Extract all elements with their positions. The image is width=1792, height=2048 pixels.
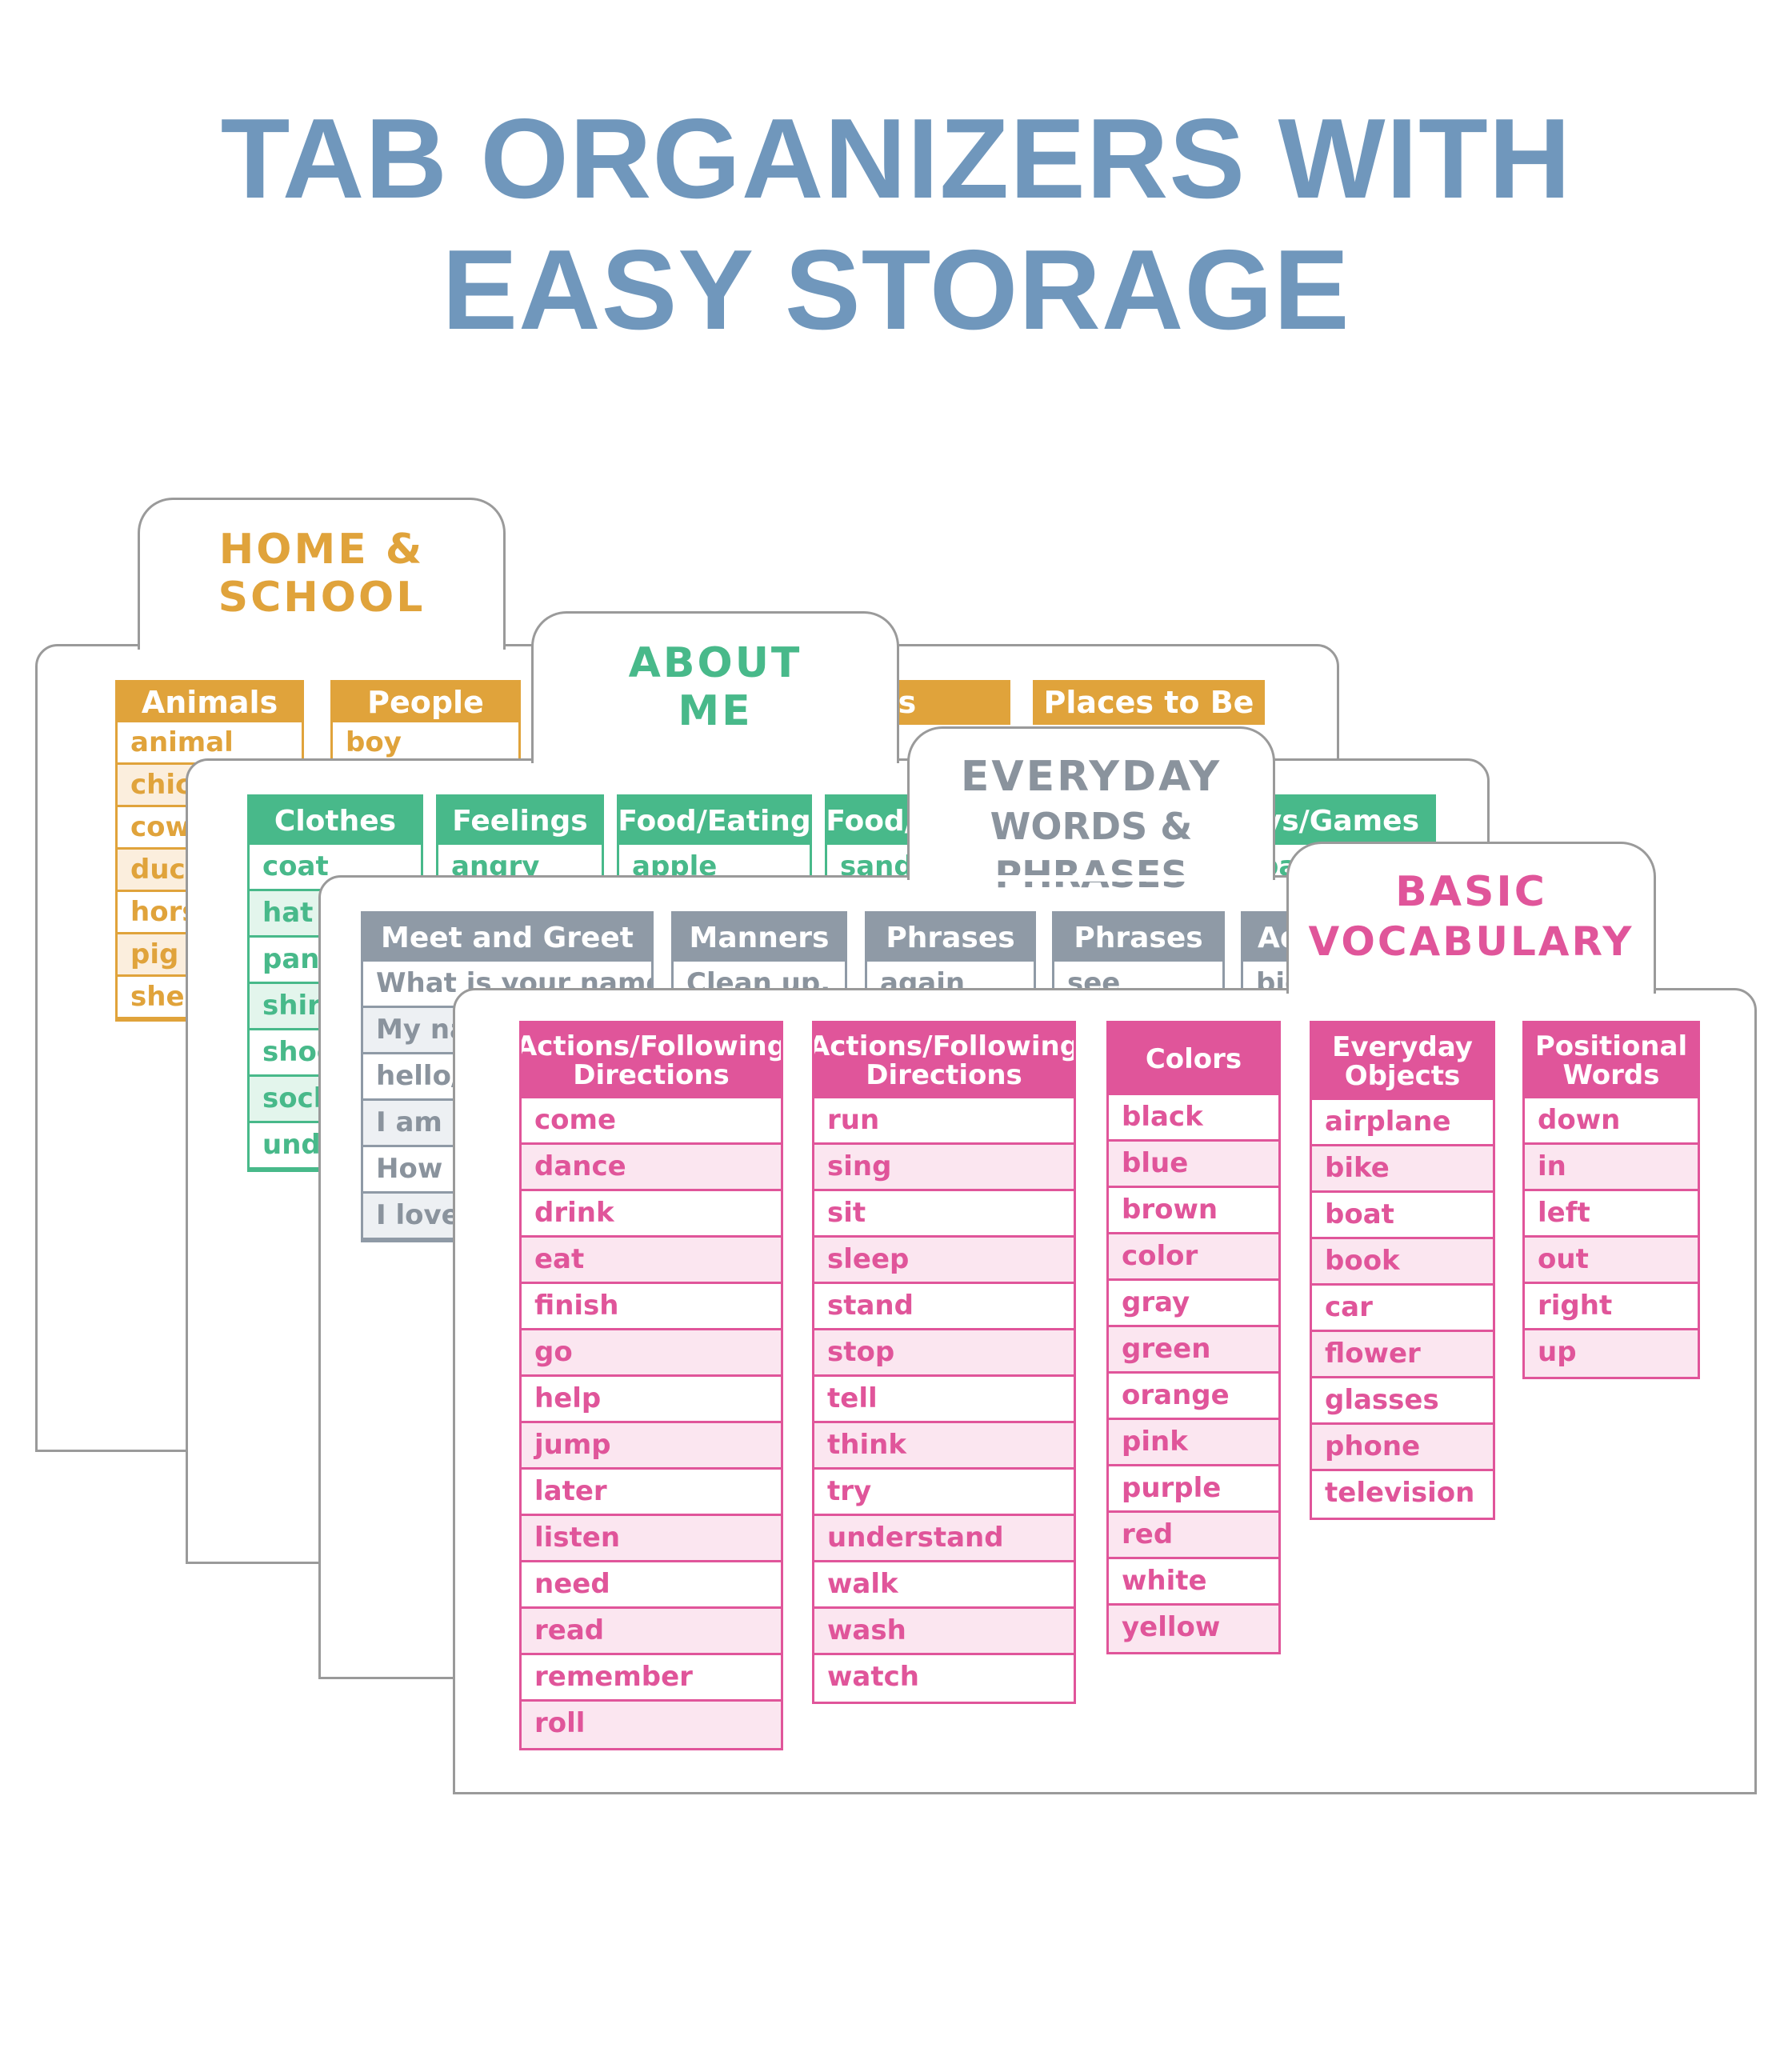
about-me-tab[interactable]: ABOUT ME (531, 611, 899, 763)
list-item: jump (522, 1423, 781, 1470)
list-item: walk (814, 1562, 1074, 1609)
list-item: television (1325, 1477, 1475, 1509)
tab-title-line1: BASIC (1395, 868, 1547, 916)
list-item: gray (1109, 1281, 1278, 1327)
list-item: sing (814, 1145, 1074, 1191)
tab-title-line2: VOCABULARY (1308, 918, 1634, 965)
list-item: white (1109, 1559, 1278, 1606)
list-item: listen (522, 1516, 781, 1562)
column-header: Positional Words (1525, 1023, 1698, 1098)
bv-column-colors: Colors black blue brown color gray green… (1106, 1021, 1281, 1654)
list-item: roll (522, 1702, 781, 1748)
list-item: yellow (1109, 1606, 1278, 1652)
list-item: come (522, 1098, 781, 1145)
list-item: purple (1109, 1466, 1278, 1513)
list-item: orange (1109, 1374, 1278, 1420)
everyday-tab[interactable]: EVERYDAY WORDS & PHRASES (907, 726, 1275, 896)
home-school-tab[interactable]: HOME & SCHOOL (138, 498, 506, 650)
column-header: Everyday Objects (1312, 1023, 1493, 1100)
list-item: bike (1312, 1146, 1493, 1193)
list-item: car (1312, 1286, 1493, 1332)
list-item: book (1312, 1239, 1493, 1286)
hs-column-places: Places to Be (1033, 680, 1265, 725)
list-item: color (1109, 1234, 1278, 1281)
column-header: Phrases (867, 914, 1034, 962)
list-item: tell (814, 1377, 1074, 1423)
column-header: Actions/Following Directions (814, 1023, 1074, 1098)
headline-line-2: EASY STORAGE (442, 226, 1350, 354)
list-item: in (1525, 1145, 1698, 1191)
column-header: Meet and Greet (363, 914, 651, 962)
list-item: think (814, 1423, 1074, 1470)
bv-column-everyday-objects: Everyday Objects airplane bike boat book… (1310, 1021, 1495, 1520)
tab-title-line2: ME (678, 687, 753, 735)
list-item: green (1109, 1327, 1278, 1374)
list-item: stand (814, 1284, 1074, 1330)
list-item: pink (1109, 1420, 1278, 1466)
list-item: sleep (814, 1238, 1074, 1284)
ew-column-phrases-2: Phrases see (1052, 911, 1225, 1010)
bv-column-actions-2: Actions/Following Directions run sing si… (812, 1021, 1076, 1704)
tab-title-line1: HOME & (218, 526, 425, 574)
list-item: drink (522, 1191, 781, 1238)
tab-title-line2: WORDS & PHRASES (990, 805, 1193, 896)
list-item: airplane (1312, 1100, 1493, 1146)
list-item: red (1109, 1513, 1278, 1559)
basic-vocabulary-card: Actions/Following Directions come dance … (453, 988, 1757, 1794)
column-header: Actions/Following Directions (522, 1023, 781, 1098)
list-item: boat (1312, 1193, 1493, 1239)
list-item: try (814, 1470, 1074, 1516)
column-header: Colors (1109, 1023, 1278, 1095)
list-item: eat (522, 1238, 781, 1284)
bv-column-actions-1: Actions/Following Directions come dance … (519, 1021, 783, 1750)
column-header: People (333, 682, 518, 722)
list-item: help (522, 1377, 781, 1423)
list-item: read (522, 1609, 781, 1655)
tab-title-line2: SCHOOL (218, 574, 426, 622)
list-item: run (814, 1098, 1074, 1145)
list-item: finish (522, 1284, 781, 1330)
list-item: sit (814, 1191, 1074, 1238)
column-header: Clothes (250, 797, 421, 845)
list-item: right (1525, 1284, 1698, 1330)
list-item: blue (1109, 1142, 1278, 1188)
list-item: understand (814, 1516, 1074, 1562)
list-item: go (522, 1330, 781, 1377)
list-item: wash (814, 1609, 1074, 1655)
list-item: flower (1312, 1332, 1493, 1378)
list-item: phone (1312, 1425, 1493, 1471)
column-header: Manners (674, 914, 845, 962)
column-header: Animals (118, 682, 302, 722)
column-header: Places to Be (1035, 682, 1262, 722)
column-header: Phrases (1054, 914, 1222, 962)
list-item: out (1525, 1238, 1698, 1284)
column-header: Toys/Games (1246, 797, 1434, 845)
list-item: left (1525, 1191, 1698, 1238)
list-item: dance (522, 1145, 781, 1191)
list-item: black (1109, 1095, 1278, 1142)
basic-vocabulary-tab[interactable]: BASIC VOCABULARY (1286, 842, 1656, 994)
am-column-feelings: Feelings angry (436, 794, 604, 894)
tab-title-line1: EVERYDAY (960, 753, 1222, 801)
hs-column-people: People boy (330, 680, 521, 767)
tab-title-line1: ABOUT (628, 639, 802, 687)
list-item: up (1525, 1330, 1698, 1377)
list-item: down (1525, 1098, 1698, 1145)
list-item: later (522, 1470, 781, 1516)
column-header: Feelings (438, 797, 602, 845)
bv-column-positional-words: Positional Words down in left out right … (1522, 1021, 1700, 1379)
column-header: Food/Eating (619, 797, 810, 845)
list-item: brown (1109, 1188, 1278, 1234)
list-item: glasses (1312, 1378, 1493, 1425)
list-item: need (522, 1562, 781, 1609)
list-item: stop (814, 1330, 1074, 1377)
list-item: remember (522, 1655, 781, 1702)
list-item: watch (827, 1661, 919, 1693)
headline-line-1: TAB ORGANIZERS WITH (220, 95, 1572, 222)
